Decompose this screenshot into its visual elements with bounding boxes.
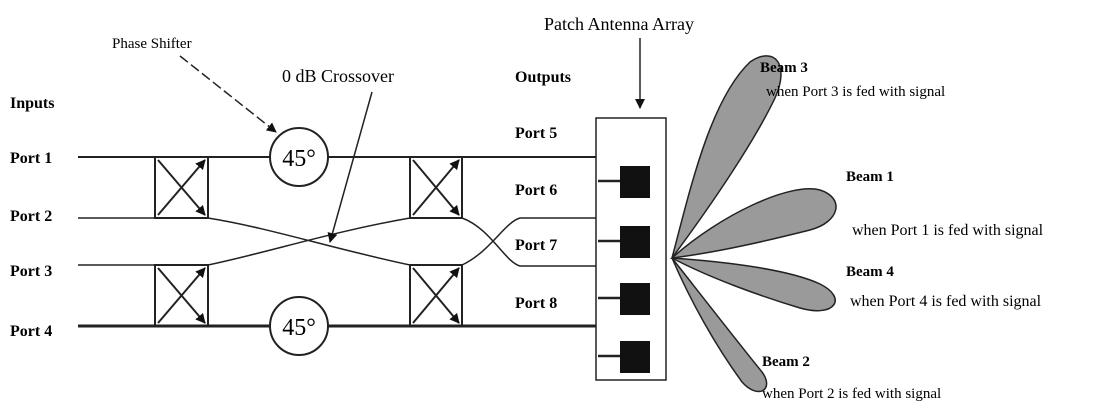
input-port-2: Port 2 (10, 208, 52, 225)
hybrid-coupler-top-left (154, 156, 209, 219)
array-label: Patch Antenna Array (544, 14, 694, 34)
beam-1-title: Beam 1 (846, 169, 894, 185)
phase-shifter-bottom: 45° (269, 296, 329, 356)
output-port-5: Port 5 (515, 125, 557, 142)
beam-2-caption: when Port 2 is fed with signal (762, 386, 941, 402)
hybrid-coupler-bottom-right (409, 264, 463, 327)
beam-3-lobe (671, 55, 782, 259)
patch-element-3 (620, 283, 650, 315)
input-port-4: Port 4 (10, 323, 52, 340)
patch-element-1 (620, 166, 650, 198)
phase-shifter-top-value: 45° (282, 146, 316, 172)
phase-shifter-top: 45° (269, 127, 329, 187)
beam-4-caption: when Port 4 is fed with signal (850, 293, 1042, 310)
phase-shifter-pointer (179, 55, 277, 133)
input-port-3: Port 3 (10, 263, 52, 280)
beam-3-caption: when Port 3 is fed with signal (766, 84, 945, 100)
beam-4-lobe (671, 257, 836, 312)
input-port-1: Port 1 (10, 150, 52, 167)
outputs-heading: Outputs (515, 69, 571, 86)
patch-element-4 (620, 341, 650, 373)
hybrid-coupler-top-right (409, 156, 463, 219)
output-port-7: Port 7 (515, 237, 557, 254)
patch-antenna-array (595, 117, 667, 381)
output-port-8: Port 8 (515, 295, 557, 312)
beam-1-caption: when Port 1 is fed with signal (852, 222, 1044, 239)
beam-1-lobe (669, 188, 837, 260)
radiation-beams (669, 55, 837, 393)
output-port-6: Port 6 (515, 182, 557, 199)
beam-4-title: Beam 4 (846, 264, 894, 280)
hybrid-coupler-bottom-left (154, 264, 209, 327)
crossover-pointer (327, 91, 373, 243)
beam-2-title: Beam 2 (762, 354, 810, 370)
inputs-heading: Inputs (10, 95, 54, 112)
phase-shifter-label: Phase Shifter (112, 36, 192, 52)
phase-shifter-bottom-value: 45° (282, 315, 316, 341)
beam-3-title: Beam 3 (760, 60, 808, 76)
patch-element-2 (620, 226, 650, 258)
crossover-label: 0 dB Crossover (282, 66, 394, 86)
beam-2-lobe (671, 257, 768, 393)
pointer-arrows (179, 38, 645, 243)
